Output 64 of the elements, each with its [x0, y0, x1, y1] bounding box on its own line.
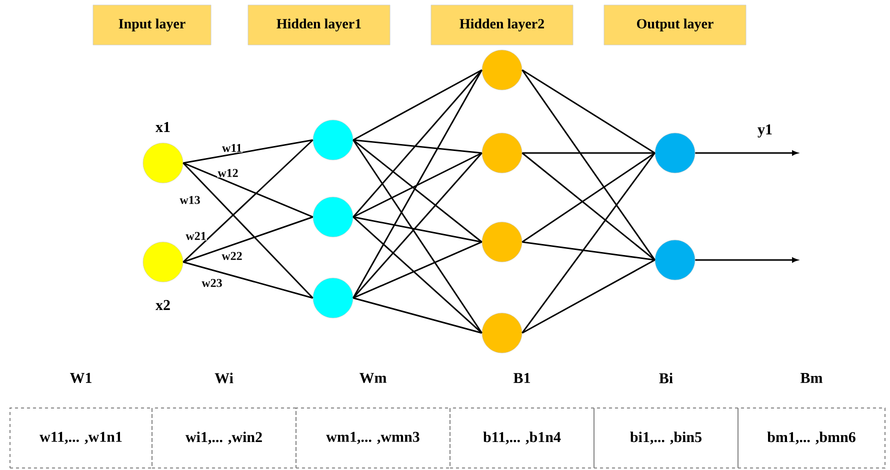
neuron-circle — [312, 278, 354, 318]
connection-line — [522, 152, 656, 334]
connection-line — [352, 152, 482, 218]
connection-line — [352, 139, 482, 243]
neuron-circle — [654, 240, 696, 280]
connection-line — [695, 150, 798, 156]
connection-line — [352, 152, 482, 298]
connection-line — [182, 162, 314, 218]
layer-header: Hidden layer1 — [248, 4, 390, 46]
connection-line — [522, 241, 655, 261]
connection-line — [183, 139, 313, 164]
cell-heading: Wi — [214, 372, 234, 384]
input-label: x2 — [156, 300, 170, 310]
parameter-cell: bi1,... ,bin5 — [594, 407, 738, 468]
neuron-circle — [312, 196, 354, 238]
edge-label: w12 — [217, 168, 239, 178]
connection-line — [353, 139, 482, 154]
connection-line — [352, 216, 482, 334]
connection-line — [695, 258, 798, 262]
cell-heading: Bi — [659, 372, 673, 384]
neuron-circle — [312, 120, 354, 160]
connection-line — [182, 216, 314, 263]
connection-line — [352, 241, 482, 299]
neuron-circle — [482, 222, 522, 262]
connection-line — [182, 139, 314, 263]
connection-line — [352, 70, 482, 218]
cell-heading: W1 — [70, 372, 92, 384]
connection-line — [522, 152, 656, 261]
connection-line — [522, 70, 656, 260]
layer-header: Output layer — [604, 4, 746, 46]
parameter-cell: w11,... ,w1n1 — [10, 407, 152, 468]
connection-line — [522, 152, 656, 243]
parameter-cell: bm1,... ,bmn6 — [738, 407, 886, 468]
neuron-circle — [482, 132, 522, 174]
parameter-cell: wm1,... ,wmn3 — [296, 407, 450, 468]
connection-line — [352, 70, 482, 298]
edge-label: w11 — [222, 143, 242, 152]
connection-line — [183, 261, 314, 299]
edge-label: w22 — [221, 251, 243, 261]
input-label: x1 — [156, 122, 170, 132]
connection-line — [352, 140, 482, 334]
connection-line — [522, 69, 656, 154]
edge-label: w23 — [201, 278, 223, 288]
edge-label: w13 — [179, 195, 201, 205]
neuron-circle — [482, 312, 522, 354]
connection-line — [522, 259, 656, 334]
parameter-cell: wi1,... ,win2 — [152, 407, 296, 468]
neuron-circle — [482, 50, 522, 90]
edge-label: y1 — [757, 124, 773, 138]
layer-header: Hidden layer2 — [430, 4, 574, 46]
connection-line — [522, 152, 655, 154]
parameter-cell: b11,... ,b1n4 — [450, 407, 594, 468]
connection-line — [353, 216, 482, 243]
neuron-circle — [654, 132, 696, 174]
cell-heading: Wm — [359, 372, 386, 383]
edge-label: w21 — [185, 231, 207, 241]
connection-line — [182, 162, 314, 298]
cell-heading: B1 — [514, 373, 530, 383]
cell-heading: Bm — [800, 373, 822, 383]
connection-line — [352, 69, 482, 141]
neuron-circle — [142, 142, 184, 184]
connection-line — [353, 297, 482, 334]
layer-header: Input layer — [92, 4, 212, 46]
neuron-circle — [142, 242, 184, 282]
